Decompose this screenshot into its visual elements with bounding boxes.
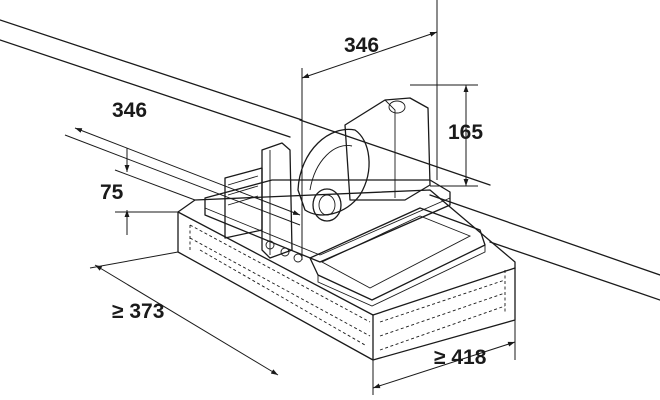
dim-min-length-label: ≥ 373 <box>112 300 164 323</box>
dim-height-label: 165 <box>448 121 483 144</box>
dim-top-width-label: 346 <box>344 34 379 57</box>
dimension-arrows <box>74 31 516 389</box>
dim-cutout-depth-label: 75 <box>100 181 124 204</box>
dim-min-length-line <box>94 264 279 376</box>
dim-top-width-line <box>301 31 438 79</box>
dim-side-depth-line <box>74 127 301 216</box>
dim-min-width-line <box>372 341 516 389</box>
extension-lines <box>64 0 516 395</box>
dim-side-depth-label: 346 <box>112 99 147 122</box>
dim-min-width-label: ≥ 418 <box>434 346 487 369</box>
slicer-machine <box>204 97 486 307</box>
